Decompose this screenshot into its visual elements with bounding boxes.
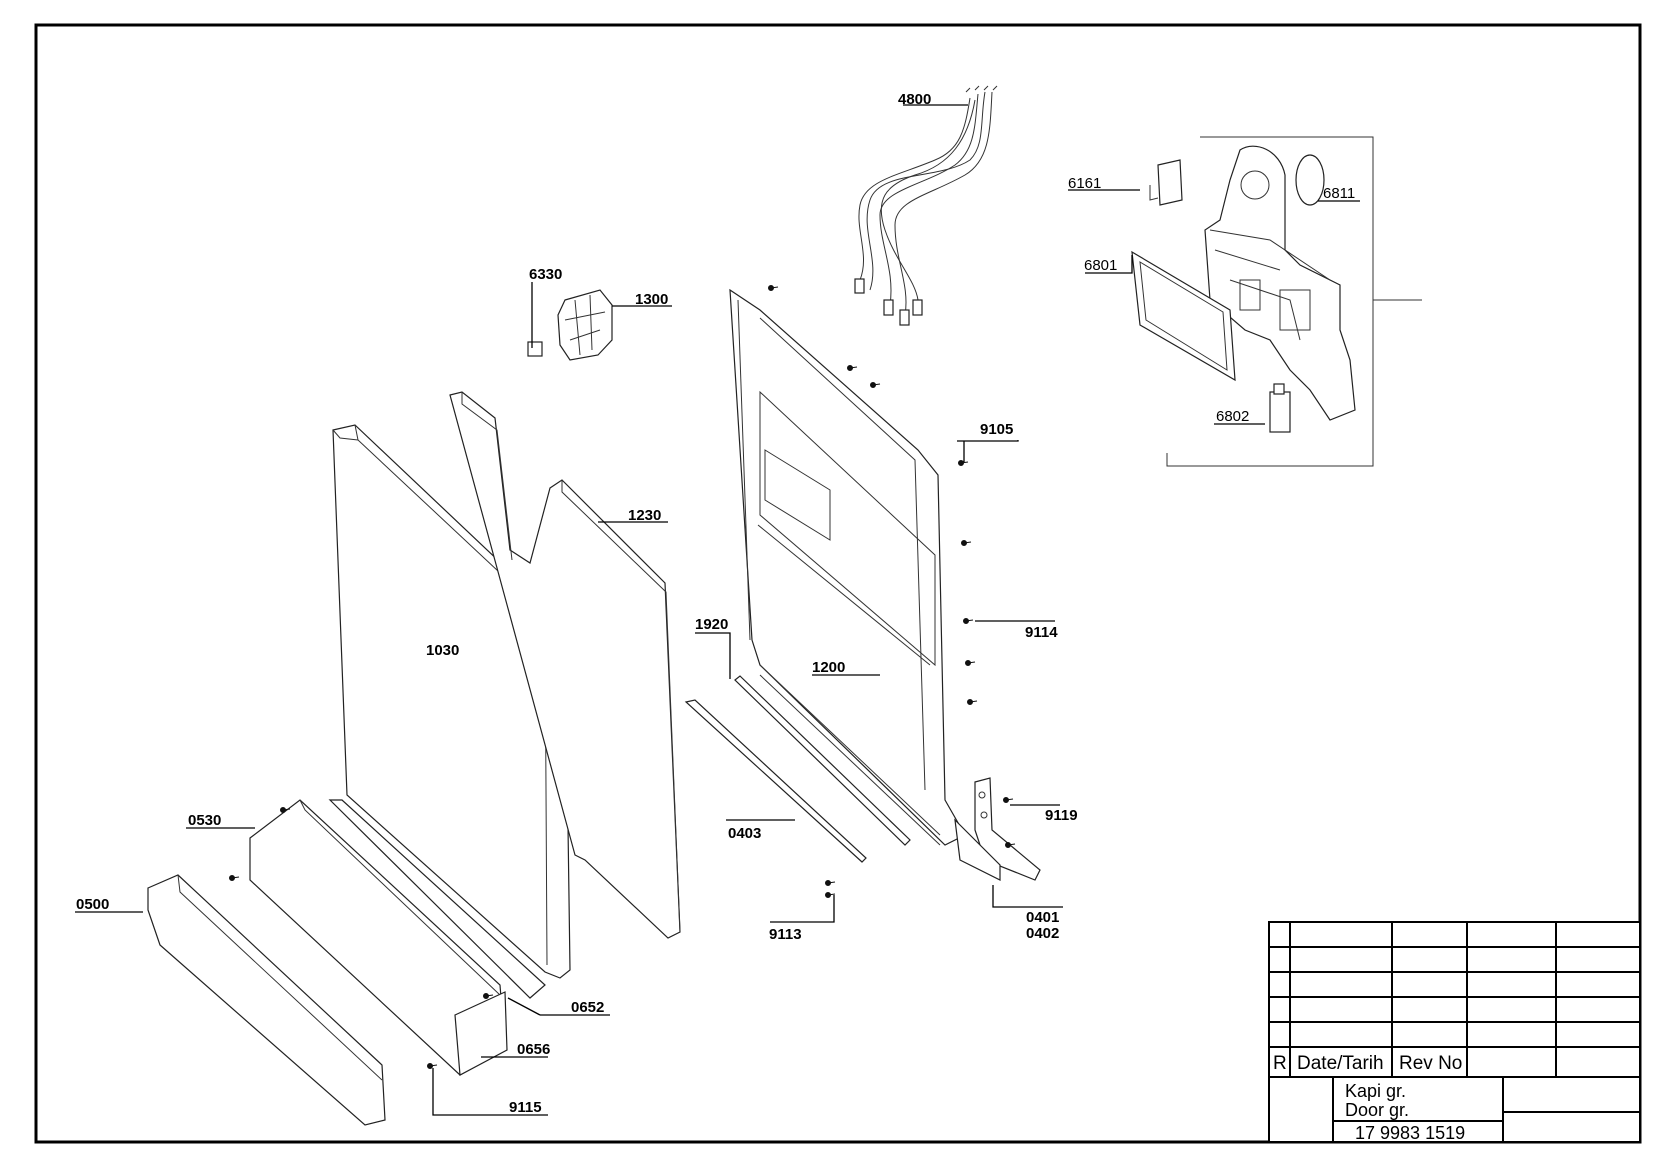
plinth-0500 [147,874,386,1126]
screws [229,285,1016,1069]
label-9113: 9113 [769,926,802,943]
label-6801: 6801 [1084,257,1117,274]
hinge-bracket-1300 [527,289,613,361]
title-block: R Date/Tarih Rev No Kapi gr. Door gr. 17… [1268,921,1641,1143]
title-block-rev-mark: R [1273,1053,1287,1074]
label-6802: 6802 [1216,408,1249,425]
title-block-drawing-number: 17 9983 1519 [1355,1123,1465,1143]
title-block-group-en: Door gr. [1345,1100,1409,1120]
bottom-strips [684,675,911,863]
label-0401: 0401 [1026,909,1059,926]
title-block-group-tr: Kapi gr. [1345,1081,1406,1101]
label-9105: 9105 [980,421,1013,438]
label-1030: 1030 [426,642,459,659]
label-4800: 4800 [898,91,931,108]
label-6330: 6330 [529,266,562,283]
dispenser-group [1131,136,1422,467]
part-labels: 4800 6161 6811 6801 6802 6330 1300 9105 … [76,91,1355,1116]
label-0402: 0402 [1026,925,1059,942]
title-block-rev-header: Rev No [1399,1053,1462,1074]
label-0403: 0403 [728,825,761,842]
insulation-panel-1230 [449,391,681,939]
label-9115: 9115 [509,1099,542,1116]
label-0500: 0500 [76,896,109,913]
label-1300: 1300 [635,291,668,308]
title-block-date-header: Date/Tarih [1297,1053,1384,1074]
door-outer-panel-1030 [332,424,571,979]
wiring-harness [854,85,998,326]
label-0652: 0652 [571,999,604,1016]
drawing-frame [34,23,1642,1144]
label-1920: 1920 [695,616,728,633]
kickplate-box-0530 [249,799,546,1076]
label-9114: 9114 [1025,624,1058,641]
label-1230: 1230 [628,507,661,524]
leader-lines [75,104,1360,1116]
label-1200: 1200 [812,659,845,676]
label-9119: 9119 [1045,807,1078,824]
label-6811: 6811 [1323,185,1355,202]
inner-door-1200 [729,288,966,846]
label-0656: 0656 [517,1041,550,1058]
label-0530: 0530 [188,812,221,829]
label-6161: 6161 [1068,175,1101,192]
hinge-0401-0402 [954,777,1041,881]
